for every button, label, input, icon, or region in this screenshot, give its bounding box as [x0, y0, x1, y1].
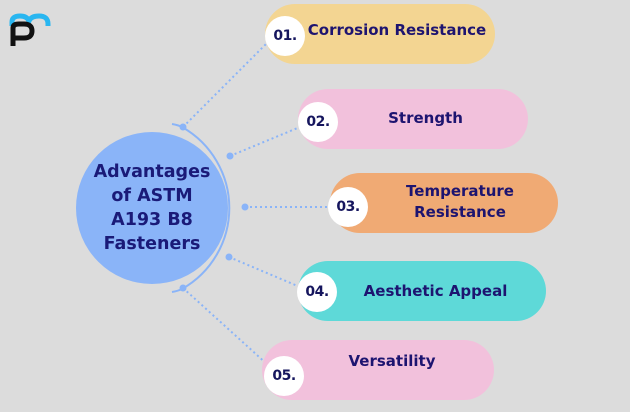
advantage-item-5: 05. Versatility [262, 340, 494, 400]
item-number-badge: 04. [297, 272, 337, 312]
item-number-badge: 05. [264, 356, 304, 396]
item-label: Strength [388, 109, 463, 127]
advantage-item-1: 01. Corrosion Resistance [265, 4, 495, 64]
advantage-item-4: 04. Aesthetic Appeal [297, 261, 546, 321]
pm-logo-icon [8, 10, 54, 46]
advantage-item-3: 03. Temperature Resistance [328, 173, 558, 233]
item-label: Aesthetic Appeal [363, 282, 508, 300]
central-topic-title: Advantages of ASTM A193 B8 Fasteners [93, 162, 211, 254]
central-topic-circle: Advantages of ASTM A193 B8 Fasteners [76, 132, 228, 284]
item-label: Versatility [348, 352, 436, 370]
item-label: Temperature Resistance [406, 182, 514, 221]
item-number-badge: 03. [328, 187, 368, 227]
advantage-item-2: 02. Strength [298, 89, 528, 149]
item-number-badge: 01. [265, 16, 305, 56]
item-label: Corrosion Resistance [307, 21, 487, 39]
item-number-badge: 02. [298, 102, 338, 142]
